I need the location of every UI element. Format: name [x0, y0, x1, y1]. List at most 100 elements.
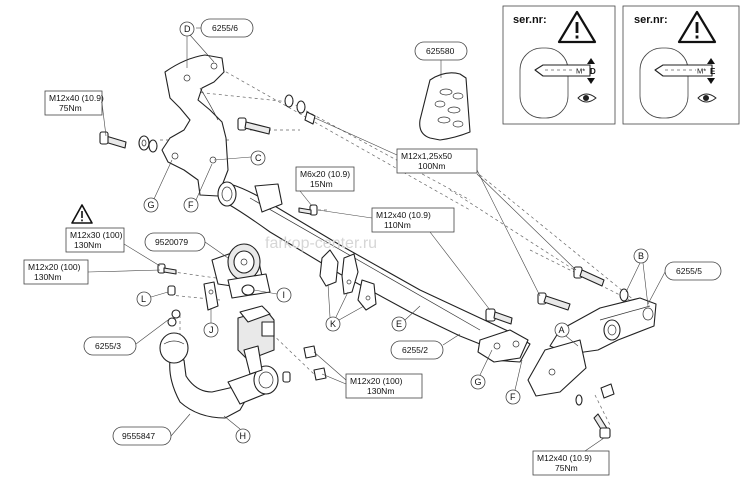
svg-text:J: J	[209, 325, 214, 335]
svg-text:M6x20 (10.9): M6x20 (10.9)	[300, 169, 350, 179]
callout-g-left: G	[143, 159, 173, 213]
svg-text:M12x1,25x50: M12x1,25x50	[401, 151, 452, 161]
small-parts	[167, 309, 181, 327]
svg-text:15Nm: 15Nm	[310, 179, 333, 189]
svg-text:B: B	[638, 251, 644, 261]
serial-title: ser.nr:	[513, 14, 547, 26]
watermark: farkop-center.ru	[265, 235, 377, 252]
svg-text:M12x40 (10.9): M12x40 (10.9)	[49, 93, 104, 103]
callout-d: D	[179, 21, 215, 68]
callout-a: A	[554, 322, 579, 347]
svg-text:M12x40 (10.9): M12x40 (10.9)	[376, 210, 431, 220]
eye-icon	[697, 93, 717, 103]
callout-i: I	[253, 287, 292, 303]
socket-bracket	[211, 243, 271, 299]
svg-text:6255/2: 6255/2	[402, 345, 428, 355]
warning-icon	[71, 204, 93, 224]
svg-text:F: F	[188, 200, 194, 210]
serial-title: ser.nr:	[634, 14, 668, 26]
kit-pack	[419, 72, 471, 141]
svg-text:75Nm: 75Nm	[59, 103, 82, 113]
svg-text:9555847: 9555847	[122, 431, 155, 441]
svg-text:C: C	[255, 153, 262, 163]
svg-text:G: G	[475, 377, 482, 387]
bolt-left	[99, 131, 158, 153]
serial-letter: E	[710, 67, 716, 76]
callout-l: L	[136, 291, 169, 307]
svg-text:M12x40 (10.9): M12x40 (10.9)	[537, 453, 592, 463]
bracket-left	[161, 54, 229, 197]
serial-panel-d: ser.nr: M* D	[502, 5, 616, 125]
bolt-m12x40-mid	[485, 308, 513, 325]
svg-text:9520079: 9520079	[155, 237, 188, 247]
svg-text:75Nm: 75Nm	[555, 463, 578, 473]
plate-j	[203, 281, 219, 311]
part-side-plate: 6255/3	[83, 319, 169, 356]
svg-text:M12x30 (100): M12x30 (100)	[70, 230, 123, 240]
callout-k: K	[325, 283, 365, 332]
nuts-bottom	[282, 345, 327, 383]
callout-c: C	[213, 150, 266, 166]
callout-b: B	[625, 248, 649, 307]
eye-icon	[577, 93, 597, 103]
serial-panel-e: ser.nr: M* E	[622, 5, 740, 125]
label-bolt-bottom-right: M12x40 (10.9) 75Nm	[532, 437, 610, 476]
callout-e: E	[391, 305, 421, 332]
warning-icon	[557, 10, 597, 44]
svg-text:F: F	[510, 392, 516, 402]
callout-f-left: F	[183, 163, 213, 213]
label-bolt-m12x40-mid: M12x40 (10.9) 110Nm	[317, 207, 491, 311]
part-bracket-right: 6255/5	[647, 261, 722, 305]
svg-text:130Nm: 130Nm	[367, 386, 394, 396]
svg-text:100Nm: 100Nm	[418, 161, 445, 171]
bolt-bottom-right	[575, 383, 615, 439]
svg-text:G: G	[148, 200, 155, 210]
tow-ball	[159, 332, 279, 419]
label-bolt-m12x20-left: M12x20 (100) 130Nm	[23, 259, 161, 285]
bracket-right	[527, 297, 657, 397]
serial-plate-text: M*	[576, 67, 585, 76]
svg-text:M12x20 (100): M12x20 (100)	[28, 262, 81, 272]
part-ball: 9555847	[112, 413, 191, 446]
part-bracket-left: 6255/6	[196, 18, 254, 38]
part-kit: 625580	[414, 41, 468, 78]
svg-text:M12x20 (100): M12x20 (100)	[350, 376, 403, 386]
svg-text:H: H	[240, 431, 247, 441]
svg-text:6255/5: 6255/5	[676, 266, 702, 276]
part-crossbar: 6255/2	[390, 333, 461, 360]
svg-text:110Nm: 110Nm	[384, 220, 411, 230]
callout-f-right: F	[505, 359, 523, 405]
serial-letter: D	[590, 67, 596, 76]
label-bolt-top-left: M12x40 (10.9) 75Nm	[44, 90, 107, 137]
bolt-l	[157, 263, 177, 296]
nut-top-center	[284, 94, 316, 125]
svg-text:6255/3: 6255/3	[95, 341, 121, 351]
svg-text:D: D	[184, 24, 191, 34]
svg-text:E: E	[396, 319, 402, 329]
bolts-right	[537, 266, 629, 311]
crossbar	[217, 181, 531, 363]
svg-text:130Nm: 130Nm	[34, 272, 61, 282]
svg-text:625580: 625580	[426, 46, 455, 56]
svg-text:L: L	[141, 294, 146, 304]
label-bolt-m12x30: M12x30 (100) 130Nm	[65, 204, 161, 267]
callout-g-right: G	[470, 349, 493, 390]
label-bolt-m6: M6x20 (10.9) 15Nm	[295, 166, 355, 207]
label-bolt-m12x125: M12x1,25x50 100Nm	[314, 117, 577, 297]
label-bolt-m12x20-bottom: M12x20 (100) 130Nm	[313, 351, 423, 399]
svg-text:A: A	[559, 325, 565, 335]
svg-text:K: K	[330, 319, 336, 329]
svg-text:130Nm: 130Nm	[74, 240, 101, 250]
serial-plate-text: M*	[697, 67, 706, 76]
bolt-c	[237, 117, 271, 135]
callout-h: H	[223, 415, 251, 444]
svg-text:6255/6: 6255/6	[212, 23, 238, 33]
part-socket: 9520079	[144, 232, 229, 259]
bolt-m6	[298, 204, 318, 216]
callout-j: J	[203, 308, 219, 338]
warning-icon	[677, 10, 717, 44]
electric-module	[237, 305, 275, 375]
svg-text:I: I	[283, 290, 286, 300]
